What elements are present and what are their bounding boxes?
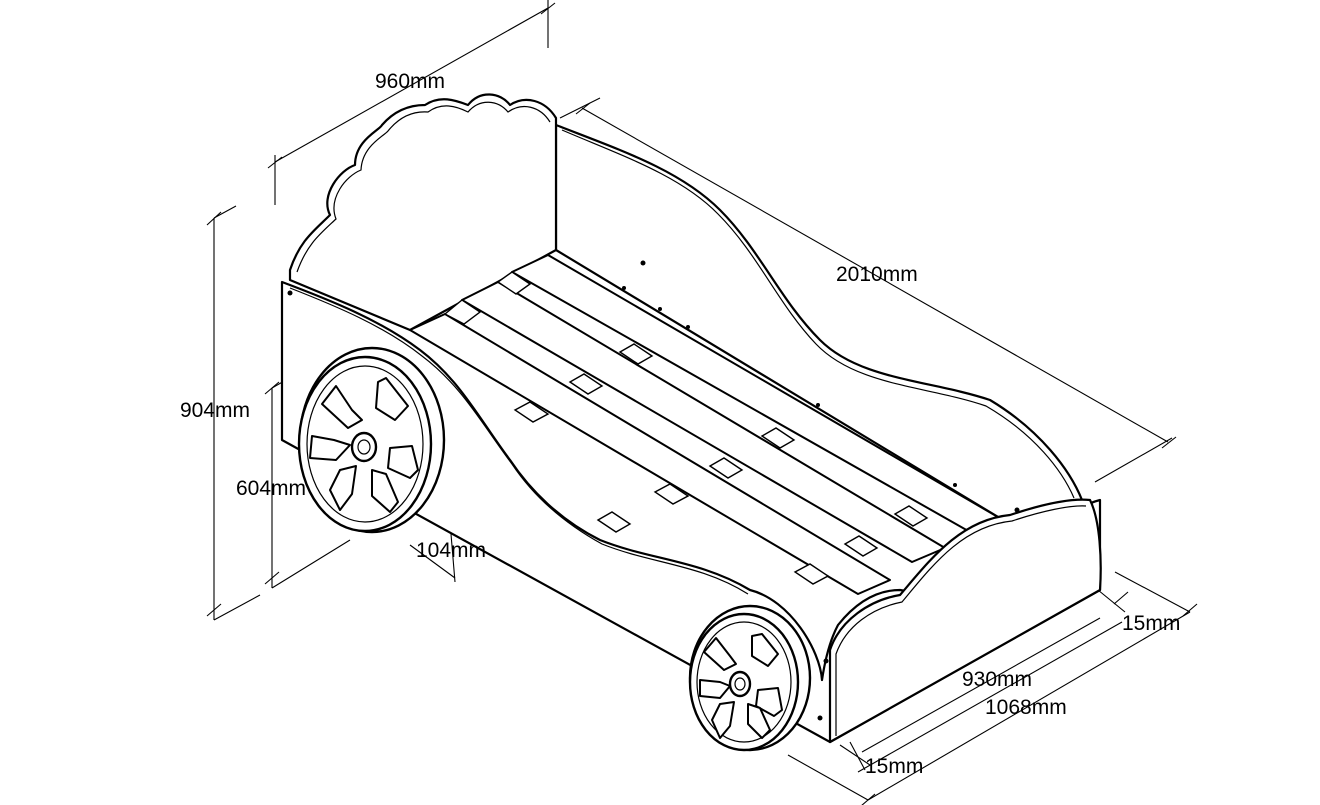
label-outer-width: 1068mm bbox=[985, 696, 1067, 719]
label-height-wheel: 604mm bbox=[236, 477, 306, 500]
bed-body bbox=[280, 93, 1102, 744]
slats bbox=[409, 254, 1004, 595]
dimension-labels: 960mm 2010mm 904mm 604mm 104mm 15mm 930m… bbox=[180, 70, 1180, 778]
cross-supports bbox=[443, 271, 929, 585]
headboard bbox=[288, 93, 558, 332]
label-length-total: 2010mm bbox=[836, 263, 918, 286]
label-side-thickness-front: 15mm bbox=[865, 755, 923, 778]
front-wheel bbox=[688, 604, 812, 752]
footboard bbox=[828, 498, 1102, 744]
label-height-total: 904mm bbox=[180, 399, 250, 422]
label-inner-width: 930mm bbox=[962, 668, 1032, 691]
label-width-top: 960mm bbox=[375, 70, 445, 93]
label-wheel-offset: 104mm bbox=[416, 539, 486, 562]
rear-wheel bbox=[297, 346, 446, 534]
far-side-panel bbox=[554, 123, 1084, 522]
label-side-thickness-right: 15mm bbox=[1122, 612, 1180, 635]
